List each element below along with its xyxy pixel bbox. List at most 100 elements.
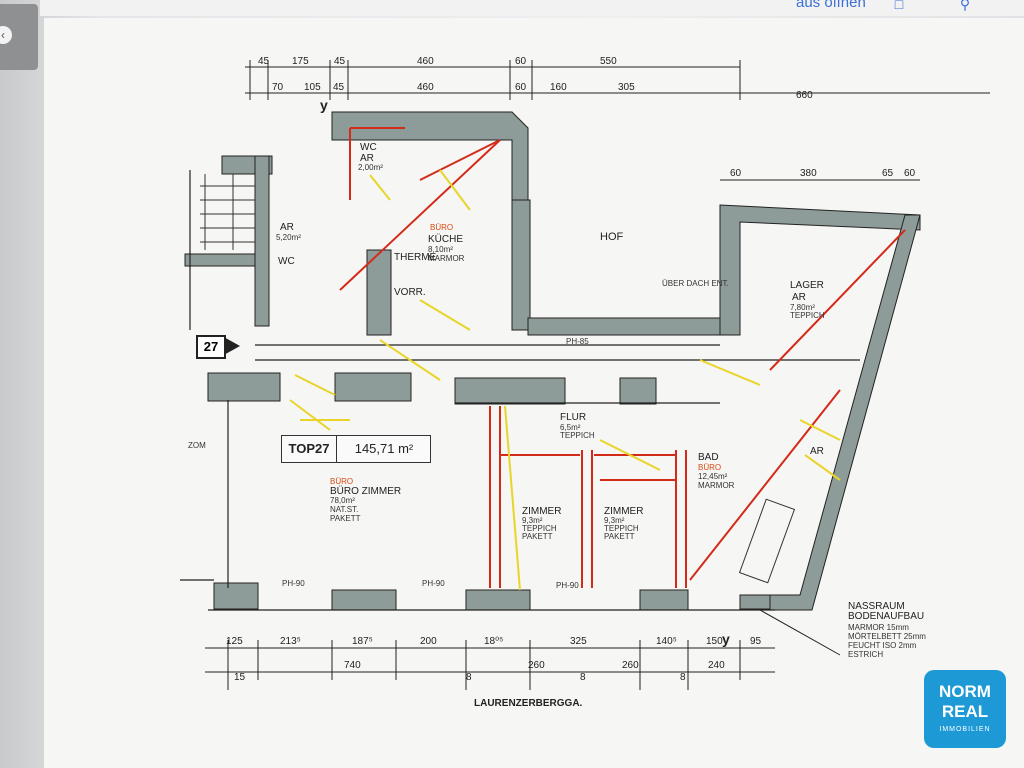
room-lager: LAGER — [790, 280, 824, 291]
room-ar-left: AR — [280, 222, 294, 233]
note-left: ZOM — [188, 441, 206, 450]
viewer-toolbar: aus öffnen □ ⚲ — [40, 0, 1024, 16]
label-ph85: PH-85 — [566, 337, 589, 346]
dim-top-12: 160 — [550, 82, 567, 93]
dim-bottom-2: 213⁵ — [280, 636, 301, 647]
dim-top-1: 45 — [258, 56, 270, 67]
room-lager-area: 7,80m² — [790, 303, 815, 312]
room-bad: BAD — [698, 452, 719, 463]
dim-top-8: 105 — [304, 82, 321, 93]
dim-right-4: 60 — [904, 168, 916, 179]
label-ph90-1: PH-90 — [282, 579, 305, 588]
room-labels: WC AR 2,00m² AR 5,20m² WC BÜRO KÜCHE 8,1… — [188, 97, 825, 647]
new-partition-walls — [339, 127, 906, 588]
dim-top-4: 460 — [417, 56, 434, 67]
room-flur: FLUR — [560, 412, 586, 423]
dim-bottom-1: 125 — [226, 636, 243, 647]
room-bad-tag: BÜRO — [698, 463, 721, 472]
dim-top-13: 305 — [618, 82, 635, 93]
entrance-arrow-icon — [222, 336, 240, 356]
dim-right-2: 380 — [800, 168, 817, 179]
apartment-area: 145,71 m² — [354, 441, 414, 456]
room-buero-floor: NAT.ST. — [330, 505, 358, 514]
bottom-dimension-texts: 125 213⁵ 187⁵ 200 18⁰⁵ 325 140⁵ 150 95 7… — [226, 636, 762, 683]
court-label: HOF — [600, 231, 624, 243]
dim-bottom-6: 325 — [570, 636, 587, 647]
room-therme: THERME — [394, 252, 437, 263]
room-zimmer-2: ZIMMER — [604, 506, 643, 517]
legend-row-3: FEUCHT ISO 2mm — [848, 641, 917, 650]
room-zimmer-2-floor: TEPPICH — [604, 524, 639, 533]
room-zimmer-1: ZIMMER — [522, 506, 561, 517]
dim-top-6: 550 — [600, 56, 617, 67]
dim-top-7: 70 — [272, 82, 284, 93]
room-zimmer-2-area: 9,3m² — [604, 516, 625, 525]
room-kitchen-floor: MARMOR — [428, 254, 465, 263]
dim-bottom-5: 18⁰⁵ — [484, 636, 503, 647]
bottom-dimension-lines — [205, 640, 775, 690]
label-ph90-3: PH-90 — [556, 581, 579, 590]
room-ar-right: AR — [810, 446, 824, 457]
dim-top-10: 460 — [417, 82, 434, 93]
room-ar-top: AR — [360, 153, 374, 164]
dim-top-11: 60 — [515, 82, 527, 93]
dim-bottom-9: 95 — [750, 636, 762, 647]
top-dimension-texts: 45 175 45 460 60 550 70 105 45 460 60 16… — [258, 56, 916, 179]
open-with-link[interactable]: aus öffnen — [796, 0, 866, 11]
walls — [184, 111, 921, 611]
room-kitchen: KÜCHE — [428, 233, 463, 245]
section-marker-bottom: y — [722, 631, 730, 647]
room-wc-left: WC — [278, 256, 295, 267]
logo-line-2: REAL — [941, 702, 989, 721]
room-buero-tag: BÜRO — [330, 477, 353, 486]
collapse-handle-icon[interactable]: ‹ — [0, 26, 12, 44]
room-zimmer-2-floor2: PAKETT — [604, 532, 635, 541]
room-lager-floor: TEPPICH — [790, 311, 825, 320]
room-buero-floor2: PAKETT — [330, 514, 361, 523]
room-buero: BÜRO ZIMMER — [330, 485, 401, 497]
room-ar-top-area: 2,00m² — [358, 163, 383, 172]
dim-bottom-11: 8 — [466, 672, 472, 683]
legend: NASSRAUM BODENAUFBAU MARMOR 15mm MÖRTELB… — [759, 601, 926, 659]
room-kitchen-area: 8,10m² — [428, 245, 453, 254]
legend-title: NASSRAUM — [848, 601, 905, 612]
room-vorr: VORR. — [394, 287, 426, 298]
room-bad-area: 12,45m² — [698, 472, 728, 481]
dim-bottom-16: 240 — [708, 660, 725, 671]
dim-bottom-15: 8 — [680, 672, 686, 683]
side-handle[interactable]: ‹ — [0, 4, 38, 70]
logo-line-1: NORM — [939, 682, 991, 701]
dim-bottom-8: 150 — [706, 636, 723, 647]
street-name: LAURENZERBERGGA. — [474, 698, 583, 709]
dim-right-1: 60 — [730, 168, 742, 179]
dim-bottom-14: 260 — [622, 660, 639, 671]
section-marker-top: y — [320, 97, 328, 113]
dim-bottom-7: 140⁵ — [656, 636, 677, 647]
stairs — [200, 174, 255, 250]
legend-leader-line — [759, 609, 841, 656]
dim-top-5: 60 — [515, 56, 527, 67]
legend-row-2: MÖRTELBETT 25mm — [848, 632, 926, 641]
share-icon[interactable]: □ — [894, 0, 904, 12]
room-flur-floor: TEPPICH — [560, 431, 595, 440]
dim-bottom-10: 740 — [344, 660, 361, 671]
dim-bottom-17: 15 — [234, 672, 246, 683]
search-icon[interactable]: ⚲ — [959, 0, 971, 12]
bathtub-icon — [738, 498, 796, 584]
dim-right-3: 65 — [882, 168, 894, 179]
normreal-logo: NORM REAL IMMOBILIEN — [924, 670, 1006, 748]
dim-top-14: 660 — [796, 90, 813, 101]
legend-row-1: MARMOR 15mm — [848, 623, 909, 632]
dim-bottom-13: 8 — [580, 672, 586, 683]
dim-top-2: 175 — [292, 56, 309, 67]
room-ar-left-area: 5,20m² — [276, 233, 301, 242]
outline-lines — [180, 170, 860, 611]
apartment-label: TOP27 — [282, 436, 337, 462]
label-ph90-2: PH-90 — [422, 579, 445, 588]
room-zimmer-1-floor2: PAKETT — [522, 532, 553, 541]
dim-top-9: 45 — [333, 82, 345, 93]
demolition-markings — [289, 169, 841, 591]
dim-bottom-4: 200 — [420, 636, 437, 647]
